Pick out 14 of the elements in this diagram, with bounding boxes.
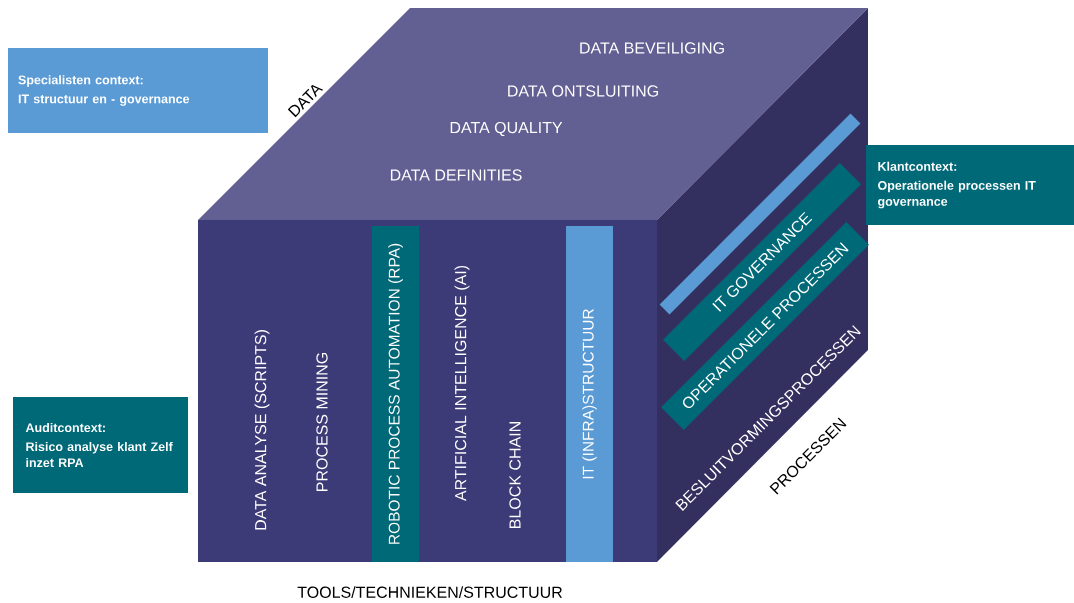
column-band: ROBOTIC PROCESS AUTOMATION (RPA) (372, 226, 419, 562)
face-label: DATA ONTSLUITING (508, 85, 658, 97)
context-box: Klantcontext: Operationele processen IT governance (866, 145, 1074, 225)
face-label: BLOCK CHAIN (509, 422, 521, 528)
face-label: PROCESS MINING (316, 353, 328, 491)
face-label: DATA ANALYSE (SCRIPTS) (254, 330, 270, 530)
context-box: Specialisten context: IT structuur en - governance (8, 48, 268, 133)
column-band: IT (INFRA)STRUCTUUR (566, 226, 613, 562)
face-label: DATA QUALITY (450, 121, 563, 137)
axis-label: TOOLS/TECHNIEKEN/STRUCTUUR (297, 586, 562, 598)
face-label: DATA DEFINITIES (390, 169, 522, 181)
face-label: ARTIFICIAL INTELLIGENCE (AI) (454, 265, 470, 502)
context-box: Auditcontext: Risico analyse klant Zelf inzet RPA (13, 397, 188, 493)
face-label: DATA BEVEILIGING (580, 42, 724, 54)
